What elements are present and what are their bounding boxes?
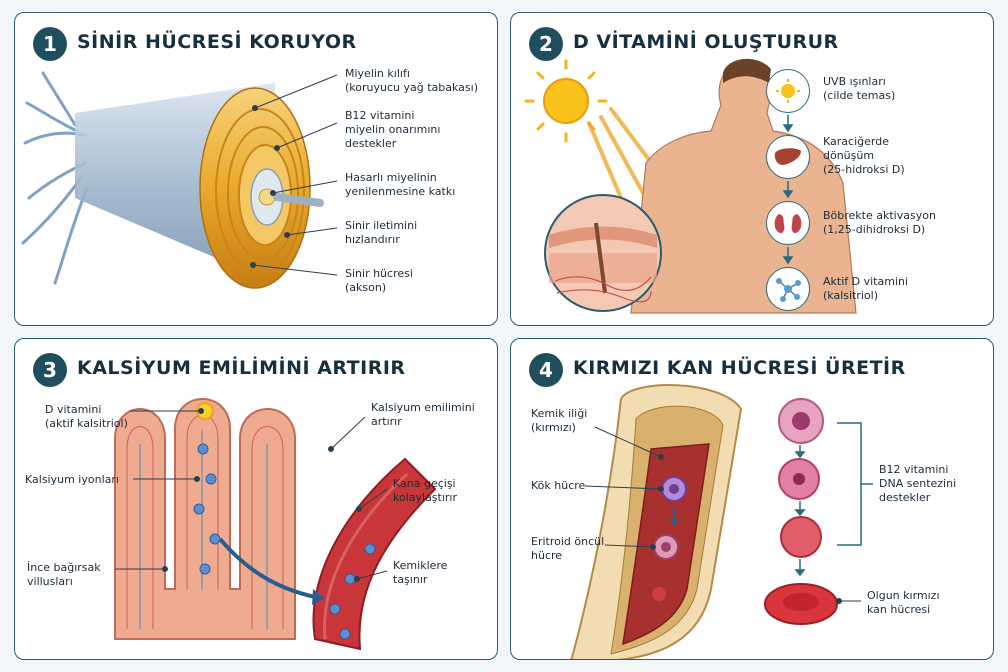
vitamin-d-illustration xyxy=(524,58,857,314)
flow-arrows xyxy=(794,445,806,577)
bone xyxy=(570,384,743,659)
panel-calcium-absorption: 3 KALSİYUM EMİLİMİNİ ARTIRIR xyxy=(14,338,498,660)
sun-icon xyxy=(776,79,800,103)
step-liver xyxy=(766,135,810,179)
panel-title: KALSİYUM EMİLİMİNİ ARTIRIR xyxy=(77,357,406,379)
label-bone-marrow: Kemik iliği(kırmızı) xyxy=(531,407,588,434)
skin-cross-section xyxy=(544,194,662,312)
label-calcium-ions: Kalsiyum iyonları xyxy=(25,473,119,486)
label-myelin-sheath: Miyelin kılıfı(koruyucu yağ tabakası) xyxy=(345,67,478,94)
myelin-sheath-illustration xyxy=(21,71,338,289)
panel-number-badge: 2 xyxy=(529,27,563,61)
panel-nerve-protection: 1 SİNİR HÜCRESİ KORUYOR xyxy=(14,12,498,326)
panel-vitamin-d-synthesis: 2 D VİTAMİNİ OLUŞTURUR xyxy=(510,12,994,326)
panel-red-blood-cell: 4 KIRMIZI KAN HÜCRESİ ÜRETİR xyxy=(510,338,994,660)
panel-title: D VİTAMİNİ OLUŞTURUR xyxy=(573,31,839,53)
calcium-ions xyxy=(193,443,221,575)
bracket xyxy=(837,422,862,546)
maturation-sequence xyxy=(764,398,838,625)
intestinal-villi xyxy=(114,398,296,640)
kidney-icon xyxy=(774,214,802,234)
step-active-vitamin-d xyxy=(766,267,810,311)
flow-arrows xyxy=(782,115,794,265)
panel-number-badge: 1 xyxy=(33,27,67,61)
label-vitamin-d-active: D vitamini(aktif kalsitriol) xyxy=(45,403,128,430)
person-figure xyxy=(630,58,857,314)
blood-vessel xyxy=(312,457,437,651)
label-axon: Sinir hücresi(akson) xyxy=(345,267,413,294)
panel-title: SİNİR HÜCRESİ KORUYOR xyxy=(77,31,357,53)
panel-title: KIRMIZI KAN HÜCRESİ ÜRETİR xyxy=(573,357,906,379)
step-kidney xyxy=(766,201,810,245)
label-active-vitamin-d: Aktif D vitamini(kalsitriol) xyxy=(823,275,909,302)
intestine-illustration xyxy=(114,398,437,651)
label-kidney: Böbrekte aktivasyon(1,25-dihidroksi D) xyxy=(823,209,936,236)
panel-number-badge: 3 xyxy=(33,353,67,387)
bone-marrow-illustration xyxy=(570,384,873,659)
molecule-icon xyxy=(776,278,801,302)
label-stem-cell: Kök hücre xyxy=(531,479,586,492)
step-uvb xyxy=(766,69,810,113)
panel-number-badge: 4 xyxy=(529,353,563,387)
sun-icon xyxy=(524,59,608,143)
liver-icon xyxy=(774,148,801,165)
label-uvb: UVB ışınları(cilde temas) xyxy=(823,75,896,102)
